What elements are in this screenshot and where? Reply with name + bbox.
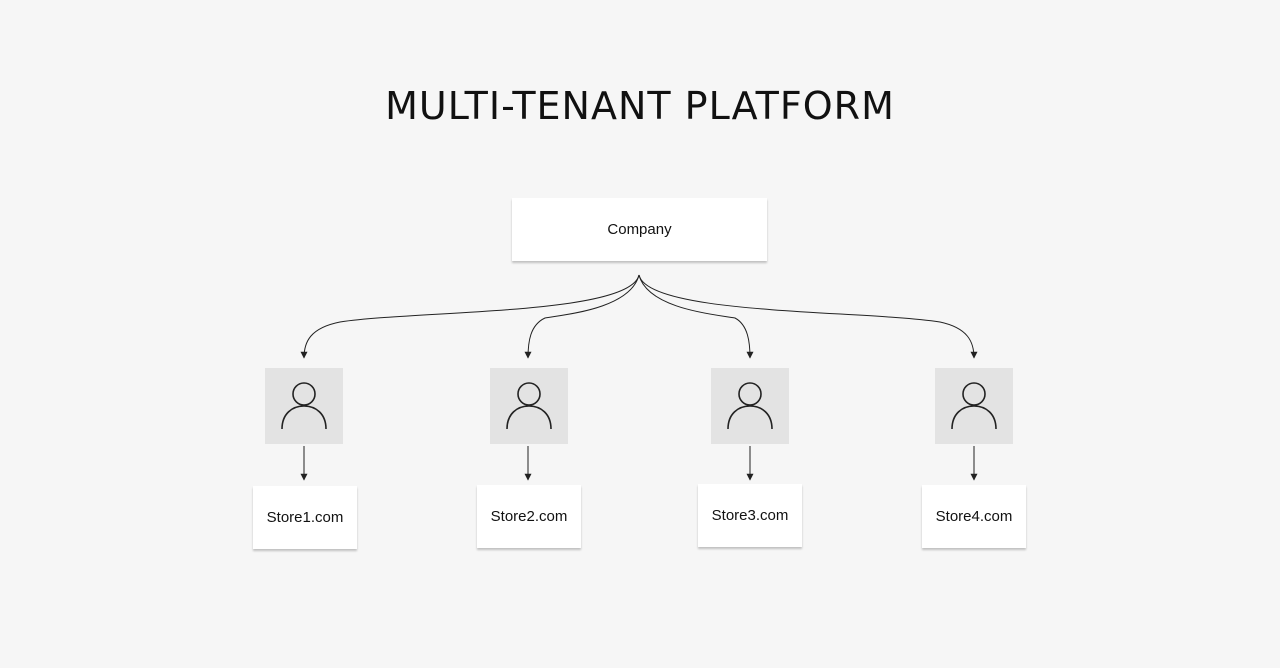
company-label: Company bbox=[607, 221, 672, 238]
company-node: Company bbox=[512, 198, 767, 261]
store-node-4: Store4.com bbox=[922, 485, 1026, 548]
diagram-title: MULTI-TENANT PLATFORM bbox=[385, 84, 895, 128]
user-icon bbox=[727, 382, 773, 430]
tenant-4-node bbox=[935, 368, 1013, 444]
user-icon bbox=[281, 382, 327, 430]
tenant-2-node bbox=[490, 368, 568, 444]
user-icon bbox=[506, 382, 552, 430]
store-label: Store1.com bbox=[266, 509, 344, 526]
store-label: Store2.com bbox=[490, 508, 568, 525]
store-label: Store3.com bbox=[711, 507, 789, 524]
connector-company-tenant-1 bbox=[300, 274, 640, 359]
store-node-2: Store2.com bbox=[477, 485, 581, 548]
tenant-1-node bbox=[265, 368, 343, 444]
connector-company-tenant-4 bbox=[638, 274, 978, 359]
store-node-3: Store3.com bbox=[698, 484, 802, 547]
tenant-3-node bbox=[711, 368, 789, 444]
connector-company-tenant-2 bbox=[524, 274, 640, 359]
connector-company-tenant-3 bbox=[638, 274, 754, 359]
store-node-1: Store1.com bbox=[253, 486, 357, 549]
user-icon bbox=[951, 382, 997, 430]
store-label: Store4.com bbox=[935, 508, 1013, 525]
